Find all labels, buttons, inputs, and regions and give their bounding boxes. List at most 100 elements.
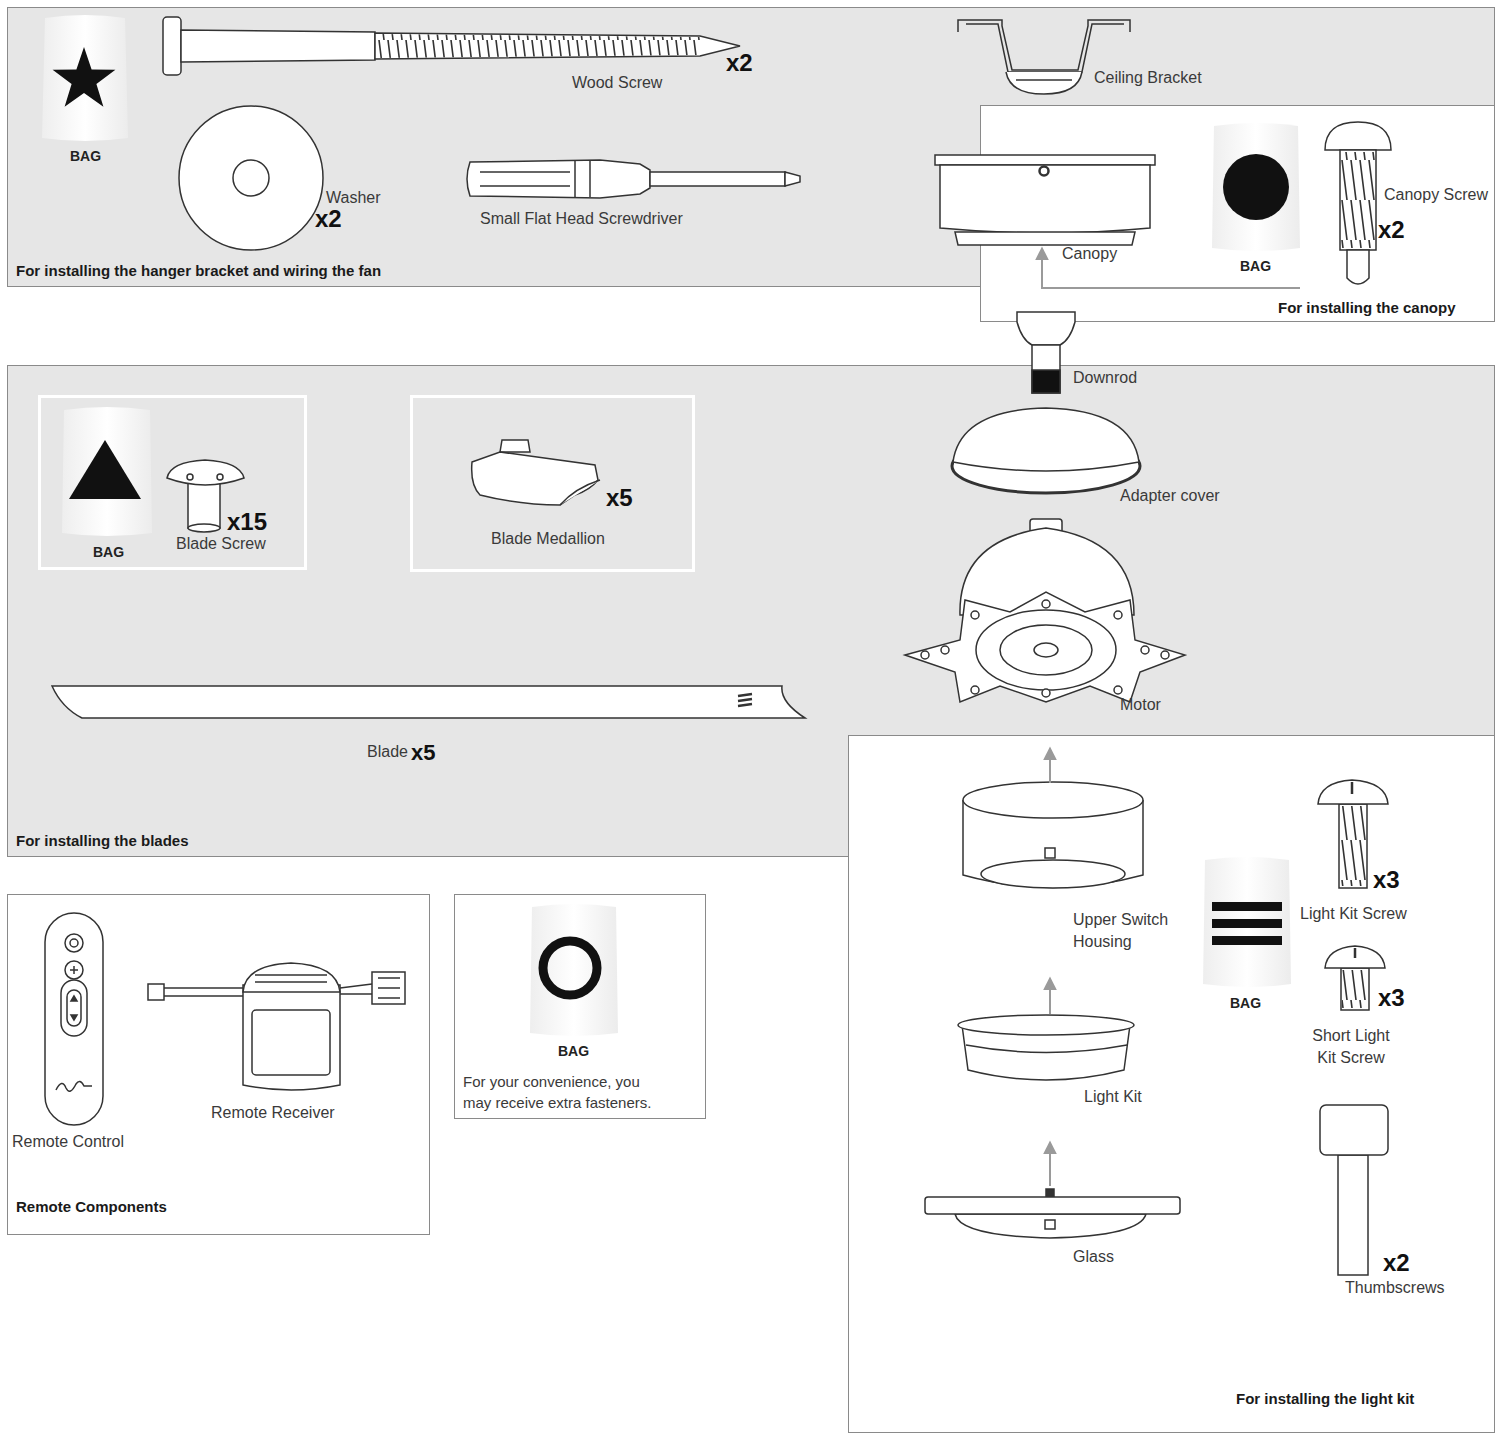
remote-receiver-part <box>252 1010 330 1075</box>
glass-part <box>1045 1220 1055 1229</box>
motor-part <box>1000 625 1092 675</box>
short-light-kit-screw <box>1341 968 1369 1010</box>
blade-screw <box>217 474 223 480</box>
canopy-screw <box>1325 122 1391 284</box>
remote-receiver-part <box>243 963 340 992</box>
blade-medallion <box>500 440 530 452</box>
motor-part <box>1141 646 1149 654</box>
remote-receiver-part <box>148 963 405 1090</box>
remote-control-part <box>65 961 83 979</box>
upper-switch-housing <box>963 782 1143 888</box>
quantity-label: x2 <box>315 205 342 234</box>
part-label: Small Flat Head Screwdriver <box>480 209 683 228</box>
blade-screw <box>167 460 244 532</box>
assembly-arrow <box>1049 752 1051 783</box>
blade-screw <box>167 460 244 485</box>
remote-control-part <box>65 934 83 952</box>
canopy-part <box>940 165 1150 233</box>
bag-label: BAG <box>1230 995 1261 1012</box>
wood-screw <box>163 17 181 75</box>
bag-icon <box>42 15 128 141</box>
screwdriver <box>467 160 800 198</box>
light-kit-screw <box>1318 780 1388 804</box>
glass-part <box>925 1197 1180 1214</box>
part-label: Blade <box>367 742 408 761</box>
bag-icon <box>530 904 618 1036</box>
part-label: Wood Screw <box>572 73 662 92</box>
blade-medallion <box>472 440 600 505</box>
remote-receiver-part <box>378 978 400 998</box>
light-kit-screw <box>1339 804 1367 888</box>
washer <box>179 106 323 250</box>
motor-part <box>905 519 1185 702</box>
note-box: BAGFor your convenience, you may receive… <box>454 894 706 1119</box>
blade-part <box>52 686 805 718</box>
downrod-part <box>1017 312 1075 345</box>
part-label: Washer <box>326 188 381 207</box>
part-label: Ceiling Bracket <box>1094 68 1202 87</box>
section-heading: For installing the light kit <box>1236 1390 1414 1408</box>
bag-icon <box>1212 902 1282 911</box>
thumbscrew <box>1338 1155 1368 1275</box>
motor-part <box>941 646 949 654</box>
canopy-screw <box>1340 150 1376 250</box>
light-kit-part <box>962 1025 1130 1080</box>
light-kit-part <box>966 1045 1127 1053</box>
screwdriver <box>480 185 570 187</box>
upper-switch-housing <box>1045 848 1055 858</box>
remote-receiver-part <box>255 975 327 982</box>
short-light-kit-screw <box>1354 948 1357 958</box>
ceiling-bracket <box>958 20 1130 70</box>
part-label: Thumbscrews <box>1345 1278 1445 1297</box>
bag-label: BAG <box>1240 258 1271 275</box>
motor-part <box>1161 651 1169 659</box>
bag-icon <box>1212 123 1300 251</box>
note-text: For your convenience, you may receive ex… <box>463 1071 663 1113</box>
quantity-label: x2 <box>726 49 753 78</box>
motor-part <box>1030 519 1062 533</box>
screwdriver <box>574 161 576 197</box>
downrod-part <box>1032 345 1060 393</box>
quantity-label: x5 <box>606 484 633 513</box>
blade-screw <box>187 474 193 480</box>
blade-part <box>52 686 805 718</box>
part-label: Glass <box>1073 1247 1114 1266</box>
bag-icon <box>1212 919 1282 928</box>
motor-part <box>976 610 1116 690</box>
glass-part <box>925 1189 1180 1238</box>
canopy-screw <box>1341 152 1375 248</box>
glass-part <box>955 1214 1146 1238</box>
light-kit-screw <box>1318 780 1388 888</box>
wood-screw <box>163 17 740 75</box>
wood-screw <box>181 30 375 62</box>
section-panel: For installing the canopy <box>980 105 1495 322</box>
quantity-label: x15 <box>227 508 267 537</box>
bag-icon <box>42 15 128 141</box>
section-heading: Remote Components <box>16 1198 167 1216</box>
part-label: Blade Medallion <box>491 529 605 548</box>
screwdriver <box>650 172 785 186</box>
washer <box>179 106 323 250</box>
assembly-arrow <box>1049 752 1051 1186</box>
ceiling-bracket <box>1016 79 1072 81</box>
blade-part <box>738 694 752 706</box>
motor-part <box>905 592 1185 702</box>
washer <box>233 160 269 196</box>
upper-switch-housing <box>981 860 1125 888</box>
bag-icon <box>1203 857 1291 987</box>
part-label: Light Kit <box>1084 1087 1142 1106</box>
light-kit-part <box>958 1015 1134 1080</box>
screwdriver <box>467 160 650 198</box>
light-kit-screw <box>1351 782 1354 794</box>
part-label: Canopy <box>1062 244 1117 263</box>
thumbscrew <box>1320 1105 1388 1275</box>
upper-switch-housing <box>963 782 1143 818</box>
leader-arrow <box>1042 252 1300 288</box>
short-light-kit-screw <box>1325 946 1385 968</box>
blade-screw <box>188 524 220 532</box>
motor-part <box>960 528 1134 615</box>
